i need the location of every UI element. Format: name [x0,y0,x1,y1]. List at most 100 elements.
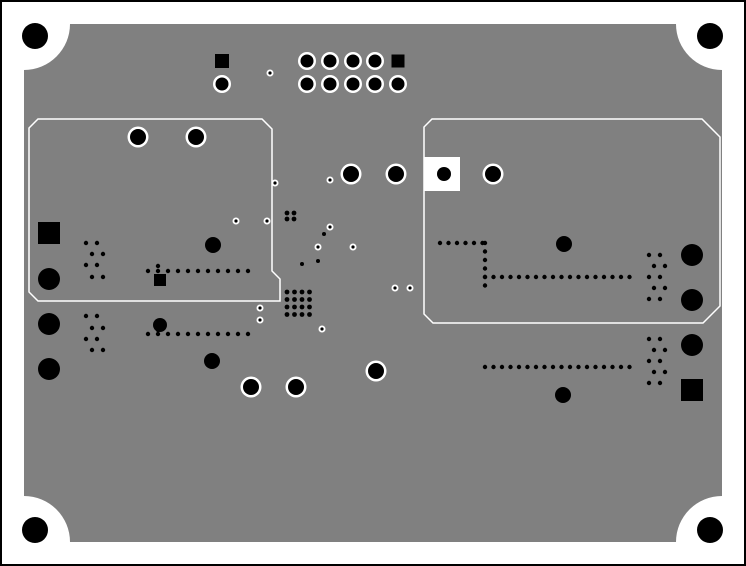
thermal-via [185,268,191,274]
thermal-via [657,296,663,302]
thermal-via [292,289,297,295]
thermal-via [499,274,505,280]
thermal-via [235,268,241,274]
via [320,327,324,331]
thermal-via [195,268,201,274]
pad [205,237,221,253]
square-pad [154,274,166,286]
thermal-via [533,364,539,370]
thermal-via [508,364,513,370]
thermal-via [245,331,251,337]
round-pad [323,77,337,91]
thermal-via [533,274,539,280]
thermal-via [94,313,100,319]
thermal-via [155,331,161,337]
via [316,245,320,249]
round-pad [485,166,501,182]
thermal-via [205,331,211,337]
thermal-via [205,268,211,274]
thermal-via [235,331,241,337]
thermal-via [646,380,652,386]
thermal-via [646,274,652,280]
thermal-via [89,251,95,257]
thermal-via [662,369,668,375]
via [393,286,397,290]
thermal-via [491,274,496,280]
via [351,245,355,249]
thermal-via [593,364,598,370]
round-pad [388,166,404,182]
thermal-via [195,331,201,337]
via [328,178,332,182]
thermal-via [155,327,161,333]
via [408,286,412,290]
thermal-via [100,325,106,331]
thermal-via [284,297,290,302]
thermal-via [516,274,522,280]
thermal-via [662,263,668,269]
thermal-via [646,252,652,258]
thermal-via [307,289,312,295]
thermal-via [657,336,663,342]
thermal-via [299,297,305,302]
thermal-via [559,364,564,370]
thermal-via [89,274,95,280]
thermal-via [94,336,100,342]
mounting-hole-top-right [697,23,723,49]
thermal-via [559,274,564,280]
thermal-via [576,364,581,370]
round-pad [368,54,382,68]
pad [555,387,571,403]
thermal-via [446,240,451,246]
round-pad [391,77,405,91]
thermal-via [651,263,657,269]
via [268,71,272,75]
thermal-via [646,336,652,342]
round-pad [300,77,314,91]
thermal-via [525,274,530,280]
thermal-via [491,364,496,370]
thermal-via [175,268,181,274]
mounting-hole-top-left [22,23,48,49]
thermal-via [651,285,657,291]
thermal-via [576,274,581,280]
round-pad [188,129,204,145]
thermal-via [83,240,89,246]
square-pad [38,222,60,244]
thermal-via [299,289,305,295]
square-pad [215,54,229,68]
thermal-via [662,347,668,353]
round-pad [346,77,360,91]
thermal-via [316,259,320,263]
thermal-via [651,369,657,375]
keepout-region-left [28,118,281,302]
thermal-via [651,347,657,353]
via [265,219,269,223]
round-pad [346,54,360,68]
round-pad [215,77,229,91]
pad [681,244,703,266]
pad [38,268,60,290]
thermal-via [155,268,161,274]
thermal-via [463,240,468,246]
thermal-via [525,364,530,370]
thermal-via [618,274,624,280]
thermal-via [284,289,290,295]
thermal-via [482,266,488,271]
thermal-via [516,364,522,370]
copper-plane [24,24,722,542]
pad [681,289,703,311]
thermal-via [94,262,100,268]
round-pad [288,379,304,395]
thermal-via [100,274,106,280]
thermal-via [657,274,663,280]
thermal-via [593,274,598,280]
thermal-via [284,304,290,310]
thermal-via [100,251,106,257]
pad [38,313,60,335]
thermal-via [145,268,151,274]
thermal-via [657,380,663,386]
pad [681,334,703,356]
